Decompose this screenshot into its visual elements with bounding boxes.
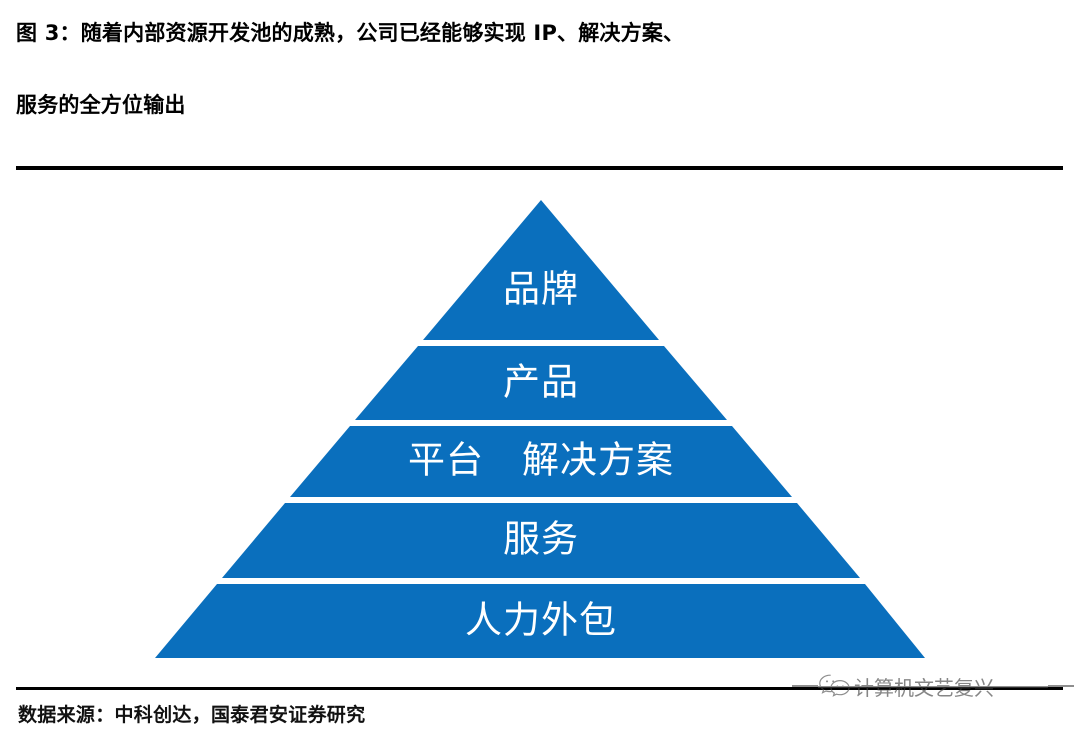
pyramid-svg: 品牌 产品 平台 解决方案 服务 人力外包 <box>155 200 925 658</box>
pyramid-level-4-shape <box>222 503 860 578</box>
pyramid-level-1-shape <box>423 200 659 340</box>
pyramid-level-2-label: 产品 <box>503 361 579 404</box>
source-note: 数据来源：中科创达，国泰君安证券研究 <box>18 704 366 726</box>
pyramid-level-4-label: 服务 <box>503 518 579 561</box>
pyramid-diagram: 品牌 产品 平台 解决方案 服务 人力外包 <box>0 180 1080 680</box>
bottom-divider-rule <box>16 687 1063 690</box>
pyramid-level-3-label: 平台 解决方案 <box>408 439 674 482</box>
figure-title-line-2: 服务的全方位输出 <box>16 93 186 117</box>
pyramid-level-3-shape <box>290 426 792 497</box>
top-divider-rule <box>16 166 1063 170</box>
pyramid-level-2-shape <box>355 346 727 420</box>
pyramid-level-1-label: 品牌 <box>503 268 579 311</box>
pyramid-level-5-label: 人力外包 <box>465 599 617 642</box>
figure-title-line-1: 图 3：随着内部资源开发池的成熟，公司已经能够实现 IP、解决方案、 <box>16 21 685 45</box>
pyramid-level-5-shape <box>155 584 925 658</box>
figure-title: 图 3：随着内部资源开发池的成熟，公司已经能够实现 IP、解决方案、 服务的全方… <box>16 12 1064 126</box>
